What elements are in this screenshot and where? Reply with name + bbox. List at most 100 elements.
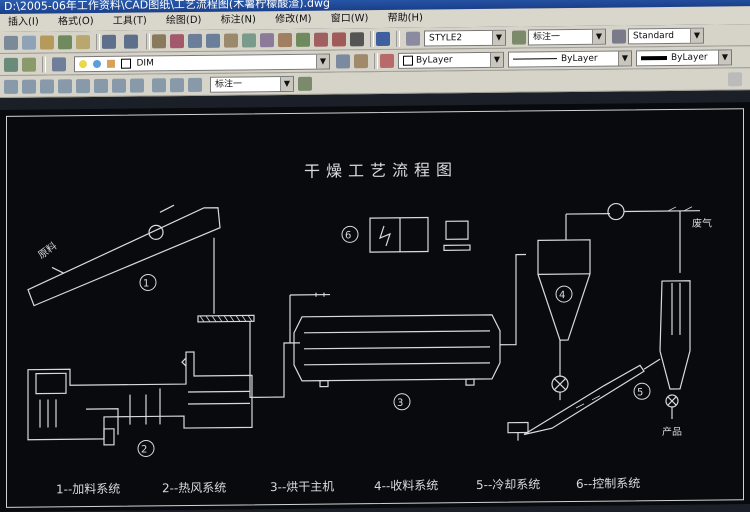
feeder-conveyor: [27, 207, 221, 307]
dimension-style-icon[interactable]: [298, 76, 312, 91]
feeder-pulley: [148, 224, 164, 240]
chevron-down-icon: ▼: [690, 28, 703, 43]
menu-help[interactable]: 帮助(H): [387, 12, 423, 24]
layer-select[interactable]: DIM ▼: [74, 53, 330, 73]
dryer-drum: [293, 314, 501, 382]
aligned-dim-icon[interactable]: [22, 79, 36, 94]
continue-dim-icon[interactable]: [170, 78, 184, 93]
text-style-icon[interactable]: [406, 31, 420, 46]
chevron-down-icon: ▼: [490, 52, 503, 67]
menu-window[interactable]: 窗口(W): [330, 13, 369, 25]
layer-previous-icon[interactable]: [354, 54, 368, 69]
drawing-canvas[interactable]: 干燥工艺流程图 原料 废气 产品 1 2 3 4 5 6 1--加料系统 2--…: [0, 102, 750, 512]
calculator-icon[interactable]: [350, 32, 364, 47]
lineweight-select[interactable]: ByLayer▼: [636, 49, 732, 67]
dryer-support-right: [465, 378, 475, 386]
redo-icon[interactable]: [124, 34, 138, 49]
chevron-down-icon: ▼: [592, 29, 605, 44]
marker-4: 4: [559, 290, 565, 301]
table-style-icon[interactable]: [612, 29, 626, 44]
screw-conveyor: [197, 314, 255, 323]
control-cabinet: [369, 216, 429, 253]
drawing-title: 干燥工艺流程图: [304, 160, 458, 181]
copy-icon[interactable]: [22, 35, 36, 50]
close-icon[interactable]: [728, 72, 742, 87]
menu-dimension[interactable]: 标注(N): [220, 14, 256, 26]
text-style-select[interactable]: STYLE2▼: [424, 29, 506, 47]
color-control-icon[interactable]: [380, 53, 394, 69]
angular-dim-icon[interactable]: [112, 78, 126, 93]
cut-icon[interactable]: [4, 35, 18, 50]
dim-style-select[interactable]: 标注一▼: [528, 28, 606, 46]
paste-icon[interactable]: [40, 35, 54, 50]
zoom-previous-icon[interactable]: [206, 33, 220, 48]
lightbulb-icon: [79, 59, 87, 68]
menu-tools[interactable]: 工具(T): [112, 15, 147, 27]
linear-dim-icon[interactable]: [4, 79, 18, 94]
marker-6: 6: [345, 230, 351, 241]
ordinate-dim-icon[interactable]: [40, 79, 54, 94]
chevron-down-icon: ▼: [492, 30, 505, 45]
linetype-select[interactable]: ByLayer▼: [508, 50, 632, 68]
chevron-down-icon: ▼: [280, 76, 293, 92]
menu-modify[interactable]: 修改(M): [275, 13, 312, 26]
legend-control-system: 6--控制系统: [576, 476, 640, 491]
exhaust-label: 废气: [692, 217, 712, 230]
table-style-select[interactable]: Standard▼: [628, 27, 704, 45]
sheet-set-icon[interactable]: [278, 32, 292, 48]
properties-icon[interactable]: [224, 33, 238, 48]
lineweight-sample: [641, 55, 667, 60]
marker-2: 2: [141, 444, 147, 455]
pan-icon[interactable]: [152, 34, 166, 49]
legend-feeding-system: 1--加料系统: [56, 482, 120, 497]
dimension-style-icon[interactable]: [512, 30, 526, 45]
baseline-dim-icon[interactable]: [58, 79, 72, 94]
help-icon[interactable]: [376, 31, 390, 47]
design-center-icon[interactable]: [242, 33, 256, 48]
match-properties-icon[interactable]: [58, 35, 72, 50]
linetype-sample: [513, 58, 557, 60]
marker-3: 3: [397, 398, 403, 409]
tool-palettes-icon[interactable]: [260, 33, 274, 48]
layer-color-swatch: [120, 58, 131, 69]
process-flow-drawing: 干燥工艺流程图 原料 废气 产品 1 2 3 4 5 6 1--加料系统 2--…: [27, 160, 712, 497]
quick-dim-icon[interactable]: [152, 78, 166, 93]
computer-monitor: [445, 220, 469, 240]
zoom-window-icon[interactable]: [188, 33, 202, 49]
hot-air-furnace: [27, 351, 253, 441]
feed-label: 原料: [35, 239, 59, 261]
cooling-conveyor: [523, 364, 645, 436]
radius-dim-icon[interactable]: [76, 79, 90, 94]
chevron-down-icon: ▼: [618, 51, 631, 66]
menu-draw[interactable]: 绘图(D): [165, 14, 202, 27]
lock-icon: [106, 59, 115, 68]
layer-manager-icon[interactable]: [4, 57, 18, 72]
diameter-dim-icon[interactable]: [94, 78, 108, 94]
menu-format[interactable]: 格式(O): [57, 16, 94, 28]
legend-dryer: 3--烘干主机: [270, 479, 334, 494]
color-swatch: [403, 55, 413, 66]
cooling-cyclone: [659, 280, 691, 390]
marker-5: 5: [637, 387, 643, 398]
zoom-realtime-icon[interactable]: [170, 34, 184, 49]
color-select[interactable]: ByLayer▼: [398, 51, 504, 69]
exhaust-fan: [607, 202, 625, 221]
quickcalc-icon[interactable]: [332, 32, 346, 47]
dim-edit-icon[interactable]: [188, 77, 202, 93]
computer-keyboard: [443, 244, 471, 251]
freeze-icon: [92, 59, 101, 68]
center-mark-icon[interactable]: [130, 78, 144, 93]
layer-state-icon[interactable]: [22, 57, 36, 72]
make-layer-current-icon[interactable]: [336, 54, 350, 69]
dim-style-select-2[interactable]: 标注一▼: [210, 75, 294, 93]
legend-collection-system: 4--收料系统: [374, 478, 438, 493]
markup-icon[interactable]: [296, 32, 310, 47]
layer-properties-icon[interactable]: [52, 57, 66, 72]
cooling-fan: [507, 421, 529, 434]
undo-icon[interactable]: [102, 34, 116, 49]
brush-icon[interactable]: [76, 35, 90, 50]
block-editor-icon[interactable]: [314, 32, 328, 47]
legend-hot-air-system: 2--热风系统: [162, 481, 226, 496]
menu-insert[interactable]: 插入(I): [8, 16, 39, 28]
